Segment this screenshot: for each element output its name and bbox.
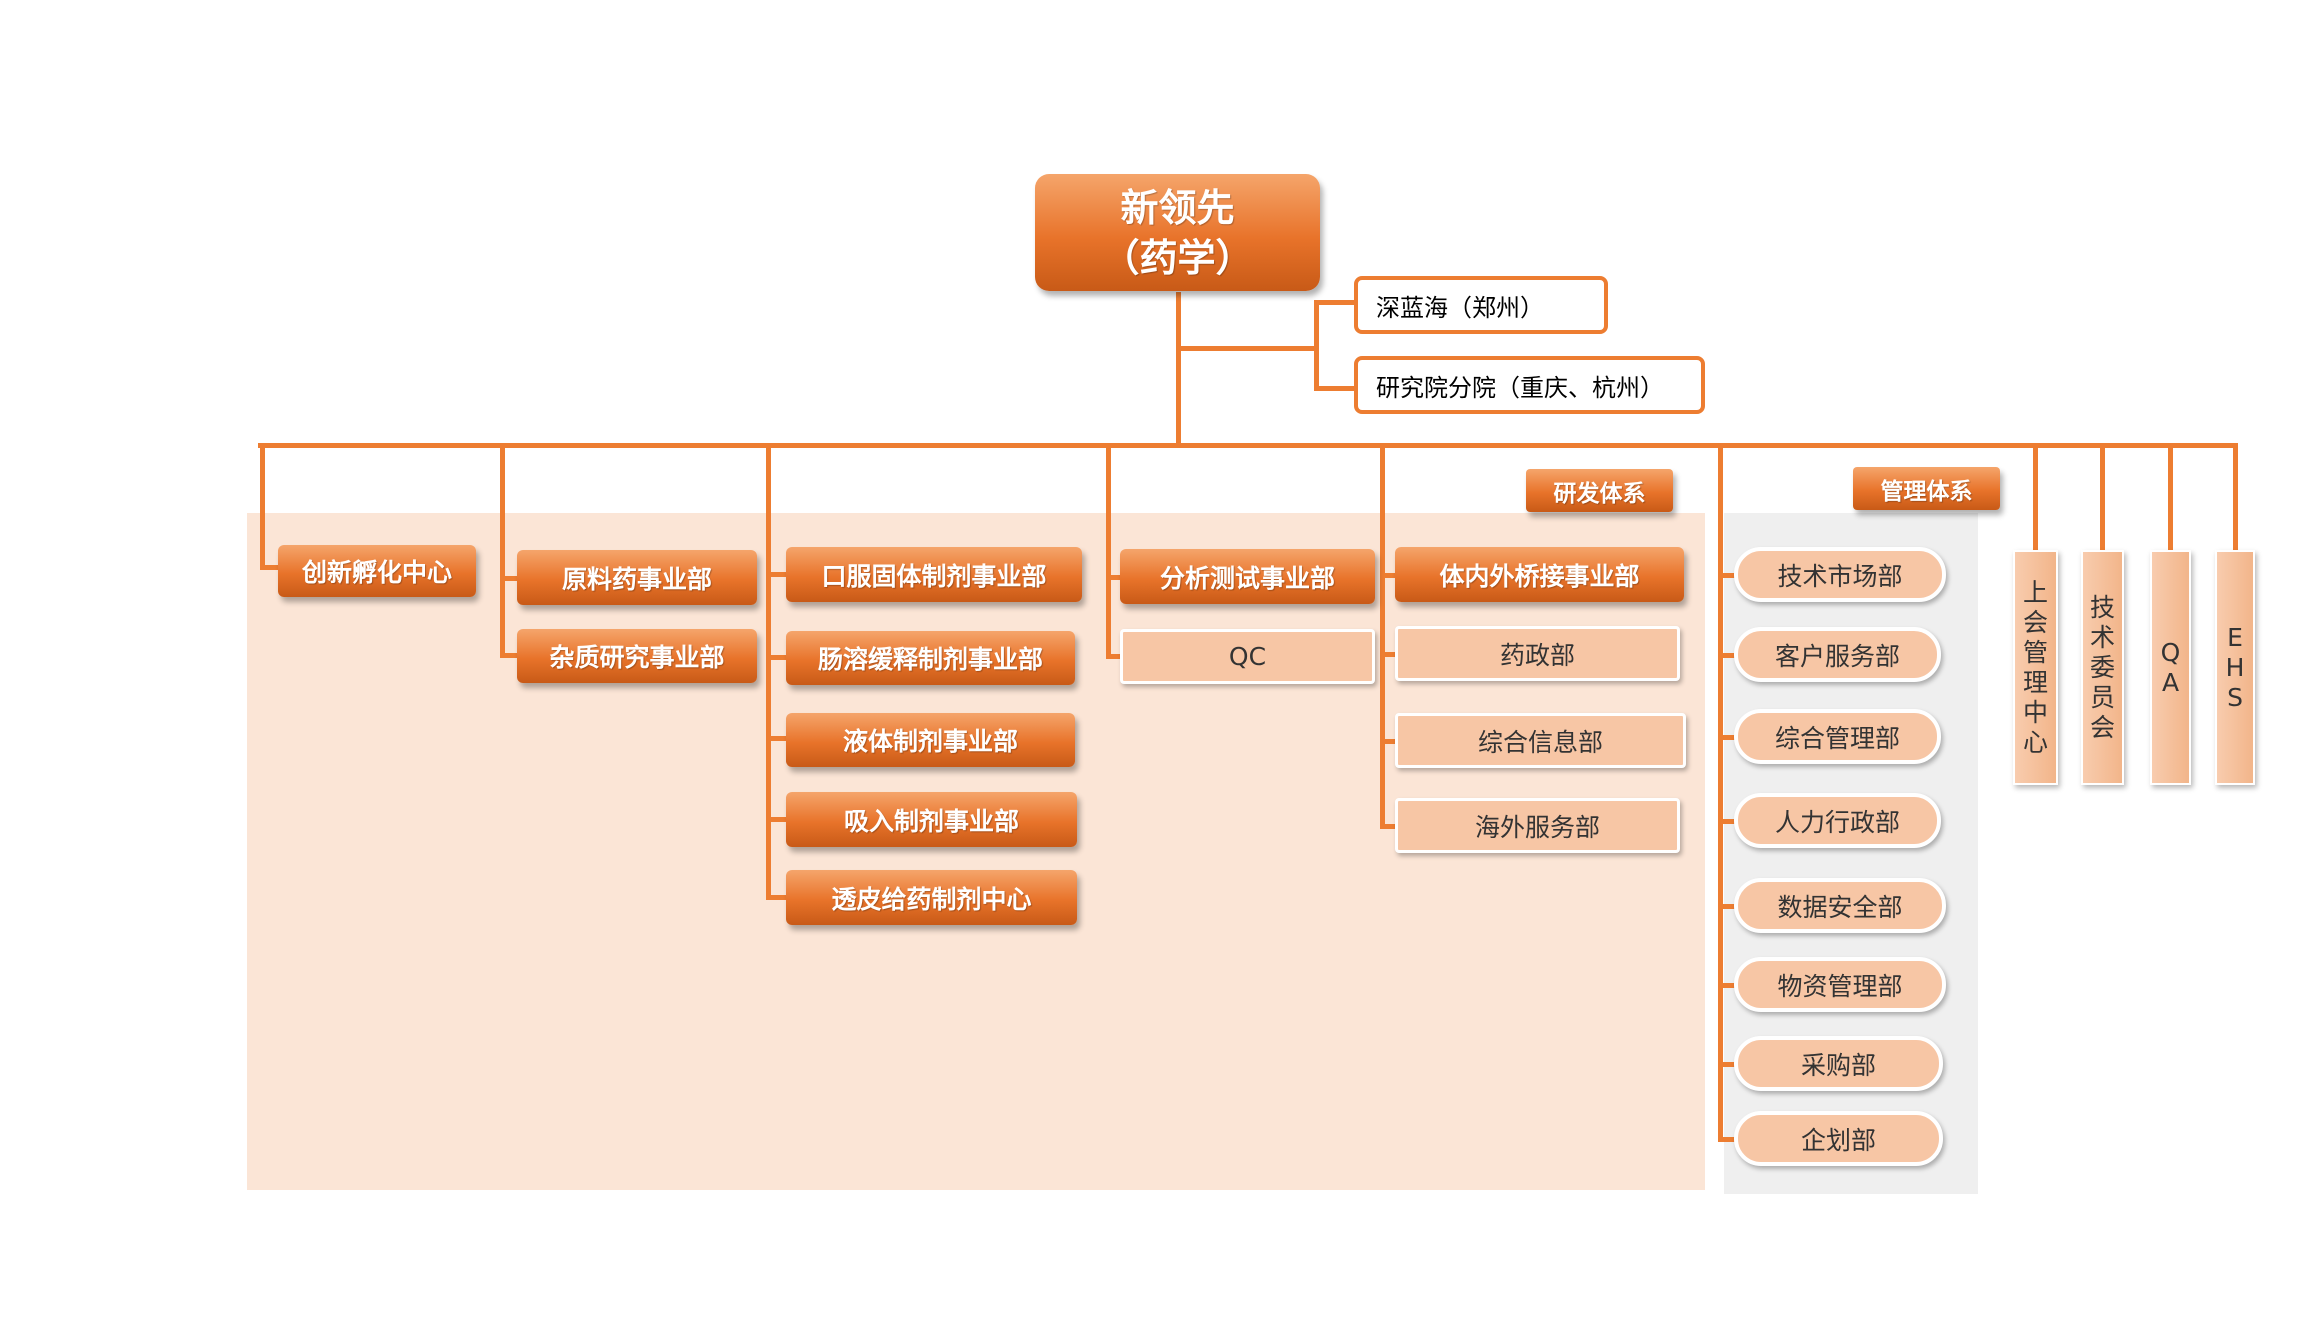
mgmt-stub-3 [1718, 735, 1736, 740]
committee-char: 术 [2089, 622, 2115, 652]
root-subtitle: （药学） [1101, 235, 1254, 280]
division-stub-4a [1106, 575, 1122, 580]
division-stub-2b [500, 653, 519, 658]
mgmt-stub-7 [1718, 1062, 1736, 1067]
mgmt-dept-node[interactable]: 人力行政部 [1734, 793, 1941, 848]
division-stub-3e [766, 895, 788, 900]
mgmt-stub-6 [1718, 983, 1736, 988]
mgmt-dept-node[interactable]: 综合管理部 [1734, 709, 1941, 764]
side-branch-node[interactable]: 深蓝海（郑州） [1354, 276, 1608, 334]
committee-drop-3 [2168, 443, 2173, 553]
committee-char: 上 [2022, 577, 2048, 607]
division-node[interactable]: 创新孵化中心 [278, 545, 476, 597]
committee-drop-2 [2100, 443, 2105, 553]
mgmt-dept-node[interactable]: 客户服务部 [1734, 627, 1941, 682]
division-stub-5a [1380, 573, 1397, 578]
sub-unit-node[interactable]: 杂质研究事业部 [517, 629, 757, 683]
committee-char: 会 [2089, 712, 2115, 742]
sub-unit-node[interactable]: 药政部 [1395, 626, 1680, 681]
mgmt-dept-node[interactable]: 技术市场部 [1734, 547, 1946, 602]
committee-drop-1 [2033, 443, 2038, 553]
side-branch-stub-2 [1314, 386, 1356, 391]
division-stub-5b [1380, 652, 1397, 657]
root-node[interactable]: 新领先 （药学） [1035, 174, 1320, 291]
committee-node[interactable]: 技术委员会 [2081, 550, 2124, 785]
committee-node[interactable]: 上会管理中心 [2013, 550, 2058, 785]
committee-drop-4 [2233, 443, 2238, 553]
side-branch-node[interactable]: 研究院分院（重庆、杭州） [1354, 356, 1705, 414]
division-stub-5d [1380, 824, 1397, 829]
mgmt-stub-8 [1718, 1137, 1736, 1142]
division-node[interactable]: 口服固体制剂事业部 [786, 547, 1082, 602]
sub-unit-node[interactable]: 综合信息部 [1395, 713, 1686, 768]
division-stub-1 [260, 565, 280, 570]
mgmt-dept-node[interactable]: 数据安全部 [1734, 878, 1946, 933]
side-branch-bus [1314, 300, 1319, 391]
side-branch-link [1178, 346, 1318, 351]
sub-unit-node[interactable]: 肠溶缓释制剂事业部 [786, 631, 1075, 685]
sub-unit-node[interactable]: 液体制剂事业部 [786, 713, 1075, 767]
division-stub-4b [1106, 654, 1122, 659]
division-stub-3a [766, 572, 788, 577]
mgmt-dept-node[interactable]: 企划部 [1734, 1111, 1943, 1166]
division-stub-2a [500, 576, 519, 581]
committee-char: 委 [2089, 652, 2115, 682]
committee-char: H [2225, 652, 2245, 682]
division-stub-3b [766, 655, 788, 660]
sub-unit-node[interactable]: 吸入制剂事业部 [786, 792, 1077, 847]
division-drop-1 [260, 443, 265, 570]
committee-char: A [2161, 667, 2180, 697]
root-name: 新领先 [1120, 185, 1235, 230]
division-drop-4 [1106, 443, 1111, 659]
committee-char: 理 [2022, 667, 2048, 697]
mgmt-drop [1718, 443, 1723, 1140]
top-bus-line [258, 443, 2238, 448]
mgmt-stub-1 [1718, 573, 1736, 578]
division-node[interactable]: 原料药事业部 [517, 550, 757, 605]
division-node[interactable]: 分析测试事业部 [1120, 549, 1375, 604]
division-stub-5c [1380, 739, 1397, 744]
division-drop-3 [766, 443, 771, 899]
mgmt-stub-2 [1718, 653, 1736, 658]
mgmt-stub-5 [1718, 904, 1736, 909]
root-trunk-line [1176, 292, 1181, 445]
mgmt-dept-node[interactable]: 采购部 [1734, 1036, 1943, 1091]
committee-char: Q [2160, 637, 2181, 667]
sub-unit-node[interactable]: 透皮给药制剂中心 [786, 870, 1077, 925]
committee-char: 技 [2089, 592, 2115, 622]
sub-unit-node[interactable]: 海外服务部 [1395, 798, 1680, 853]
side-branch-stub-1 [1314, 300, 1356, 305]
mgmt-dept-node[interactable]: 物资管理部 [1734, 957, 1946, 1012]
mgmt-system-tag: 管理体系 [1853, 467, 2000, 510]
committee-char: 员 [2089, 682, 2115, 712]
division-stub-3c [766, 736, 788, 741]
committee-char: 中 [2022, 697, 2048, 727]
division-drop-2 [500, 443, 505, 656]
committee-char: 会 [2022, 607, 2048, 637]
mgmt-stub-4 [1718, 819, 1736, 824]
division-stub-3d [766, 817, 788, 822]
mgmt-system-background [1724, 513, 1978, 1194]
division-drop-5 [1380, 443, 1385, 829]
committee-char: 管 [2022, 637, 2048, 667]
committee-char: S [2227, 682, 2243, 712]
committee-char: E [2227, 622, 2243, 652]
division-node[interactable]: 体内外桥接事业部 [1395, 547, 1684, 602]
rd-system-tag: 研发体系 [1526, 469, 1673, 512]
committee-char: 心 [2022, 727, 2048, 757]
sub-unit-node[interactable]: QC [1120, 629, 1375, 684]
